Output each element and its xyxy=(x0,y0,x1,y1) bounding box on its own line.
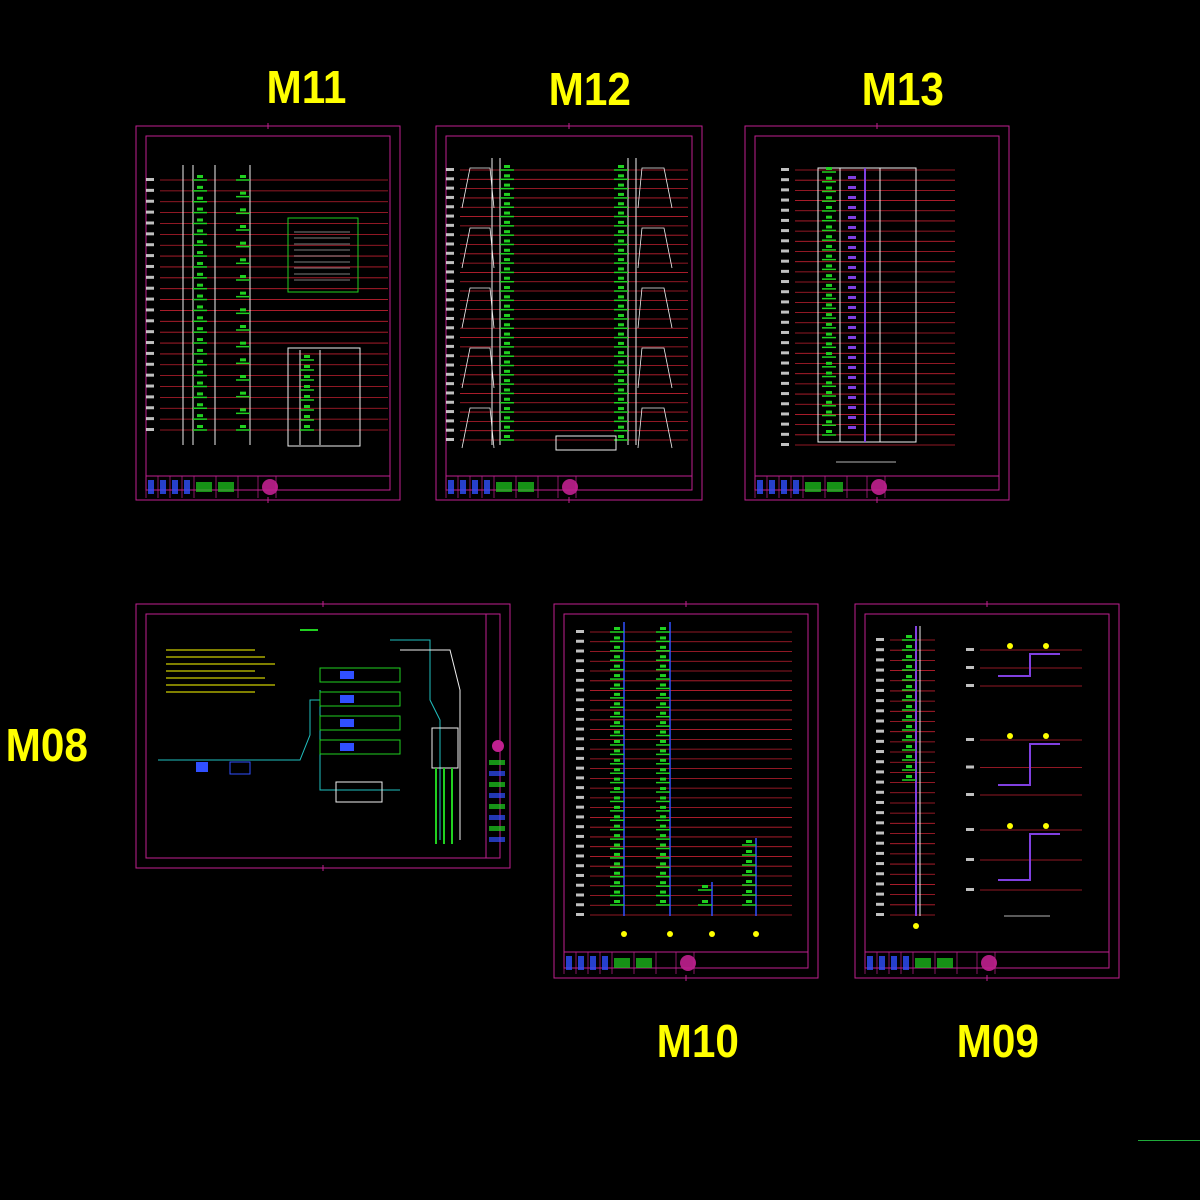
notes-box xyxy=(287,217,359,293)
sheet-label-m12: M12 xyxy=(548,63,631,115)
riser-shaft xyxy=(817,167,917,443)
title-block-seal xyxy=(981,955,997,971)
sheet-inner-border xyxy=(145,613,501,859)
sheet-label-m09: M09 xyxy=(956,1015,1039,1067)
sheet-m11 xyxy=(135,123,401,503)
sheet-m09 xyxy=(854,601,1120,981)
sheet-inner-border xyxy=(754,135,1000,491)
sheet-label-m08: M08 xyxy=(5,719,88,771)
riser-tag-marker xyxy=(753,931,759,937)
title-block-seal xyxy=(262,479,278,495)
branch-pipe xyxy=(998,833,1060,881)
sheet-label-m11: M11 xyxy=(266,61,347,113)
branch-pipe xyxy=(998,653,1060,677)
riser-tag-marker xyxy=(913,923,919,929)
title-block-seal xyxy=(680,955,696,971)
detail-box xyxy=(287,347,361,447)
riser-tag-marker xyxy=(667,931,673,937)
sheet-outer-border xyxy=(553,603,819,979)
sheet-label-m10: M10 xyxy=(656,1015,739,1067)
title-block-seal xyxy=(871,479,887,495)
sheet-outer-border xyxy=(135,603,511,869)
title-block-seal xyxy=(562,479,578,495)
riser-tag-marker xyxy=(621,931,627,937)
sheet-m12 xyxy=(435,123,703,503)
sheet-inner-border xyxy=(445,135,693,491)
title-block-seal xyxy=(492,740,504,752)
riser-tag-marker xyxy=(709,931,715,937)
sheet-m10 xyxy=(553,601,819,981)
sheet-m13 xyxy=(744,123,1010,503)
sheet-outer-border xyxy=(435,125,703,501)
sheet-m08 xyxy=(135,601,511,871)
branch-pipe xyxy=(998,743,1060,786)
sheet-label-m13: M13 xyxy=(861,63,944,115)
corner-rule-line xyxy=(1138,1140,1200,1141)
